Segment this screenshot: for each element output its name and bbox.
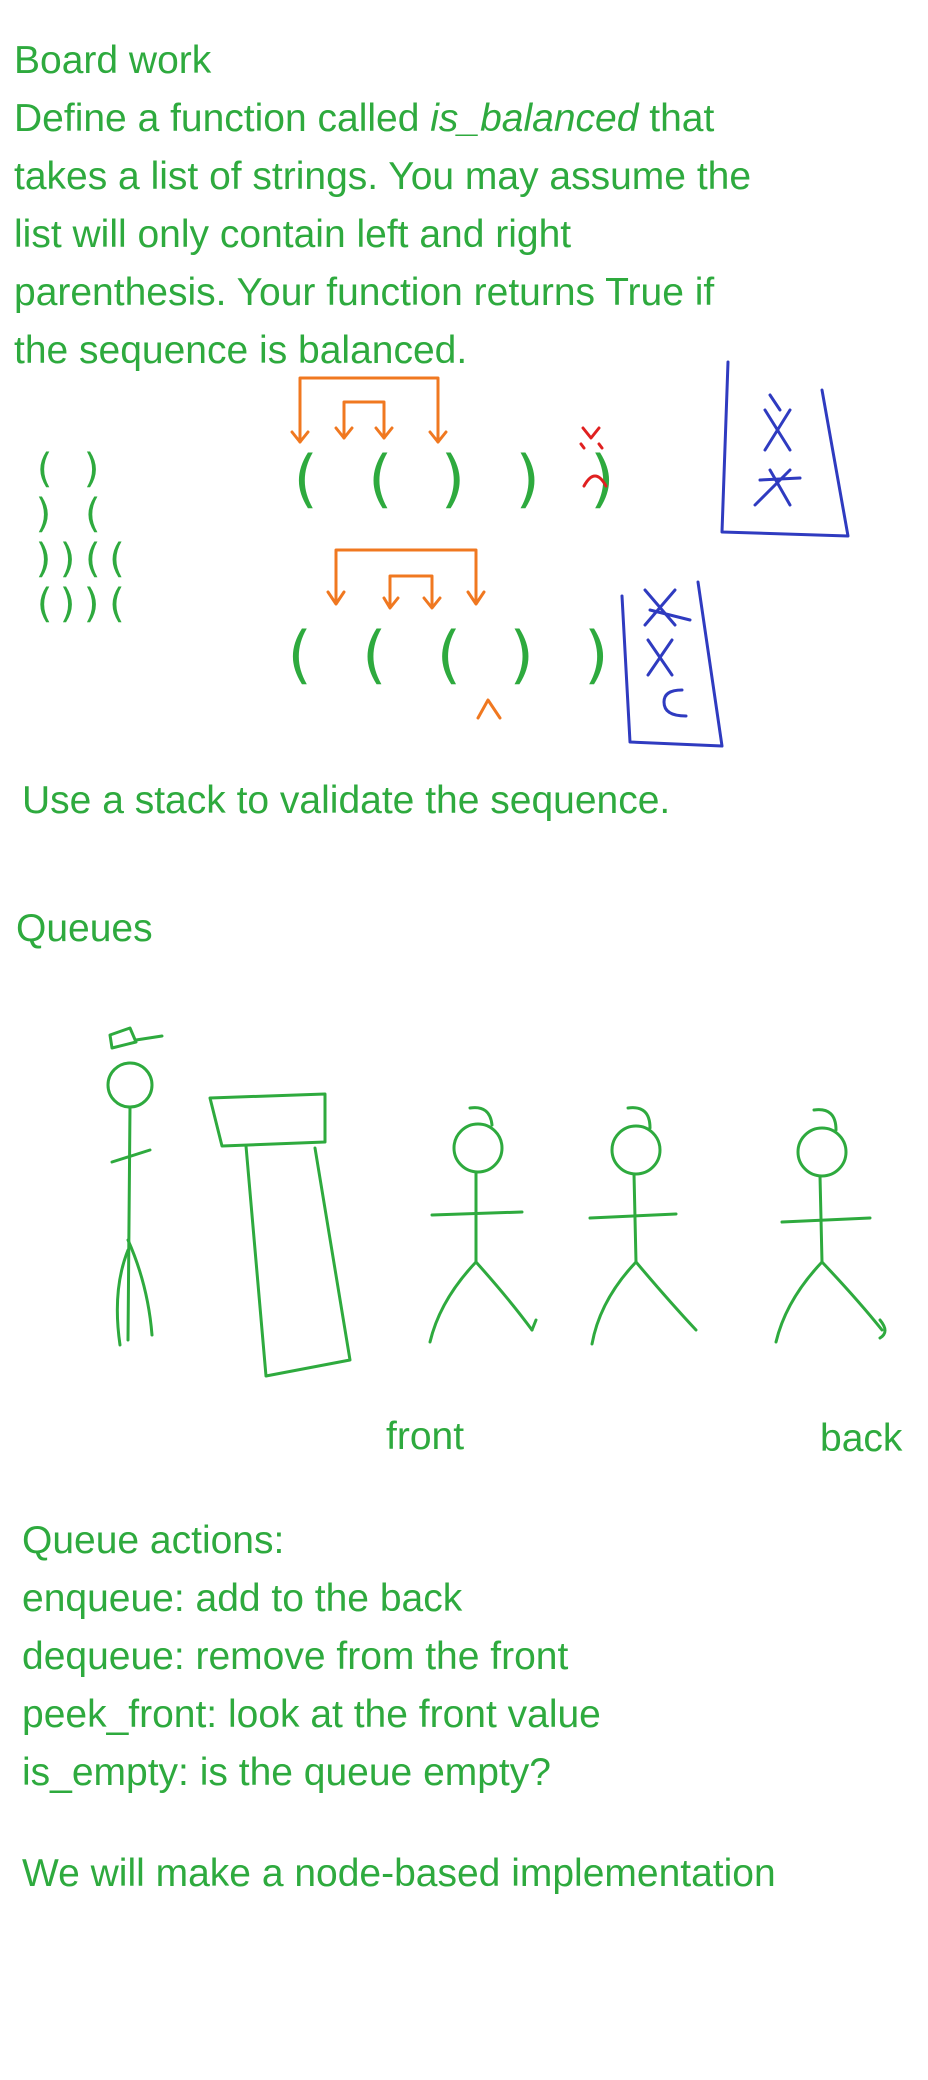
sequence-bottom: ( ( ( ) ) xyxy=(280,548,616,720)
customer-figure-middle xyxy=(588,1106,698,1346)
back-label: back xyxy=(820,1417,903,1460)
sequence-bottom-text: ( ( ( ) ) xyxy=(280,618,616,691)
queue-action-dequeue: dequeue: remove from the front xyxy=(22,1635,569,1678)
intro-line-4: parenthesis. Your function returns True … xyxy=(14,271,715,314)
queue-illustration xyxy=(106,1026,887,1378)
queue-action-peek-front: peek_front: look at the front value xyxy=(22,1693,601,1736)
intro-line-2: takes a list of strings. You may assume … xyxy=(14,155,752,198)
customer-figure-back xyxy=(774,1108,887,1344)
intro-line-1: Define a function called is_balanced tha… xyxy=(14,90,914,148)
intro-paragraph: Board work Define a function called is_b… xyxy=(14,32,914,380)
front-label: front xyxy=(386,1415,465,1458)
stack-drawing-bottom xyxy=(620,580,724,748)
queue-action-is-empty: is_empty: is the queue empty? xyxy=(22,1751,551,1794)
function-name: is_balanced xyxy=(430,97,639,140)
paren-examples-left: ( ) ) ( ))(( ())( xyxy=(32,446,128,627)
example-row-1: ( ) xyxy=(32,446,104,492)
queues-heading: Queues xyxy=(16,907,153,950)
queue-actions-title: Queue actions: xyxy=(22,1519,285,1562)
waiter-figure xyxy=(106,1026,164,1347)
example-row-3: ))(( xyxy=(32,536,128,582)
sequence-top-text: ( ( ) ) ) xyxy=(286,442,622,515)
queue-action-enqueue: enqueue: add to the back xyxy=(22,1577,463,1620)
board-work-heading: Board work xyxy=(14,39,212,82)
stack-drawing-top xyxy=(720,360,850,538)
sequence-top: ( ( ) ) ) xyxy=(286,376,622,515)
sad-face-icon xyxy=(579,426,608,488)
customer-figure-front xyxy=(428,1106,538,1344)
intro-line-3: list will only contain left and right xyxy=(14,213,572,256)
stack-note: Use a stack to validate the sequence. xyxy=(22,779,671,822)
counter-figure xyxy=(208,1092,352,1378)
intro-line-5: the sequence is balanced. xyxy=(14,329,468,372)
example-row-2: ) ( xyxy=(32,491,104,537)
example-row-4: ())( xyxy=(32,581,128,627)
intro-line-1-end: that xyxy=(638,97,715,140)
intro-line-1-start: Define a function called xyxy=(14,97,431,140)
implementation-note: We will make a node-based implementation xyxy=(22,1852,776,1895)
